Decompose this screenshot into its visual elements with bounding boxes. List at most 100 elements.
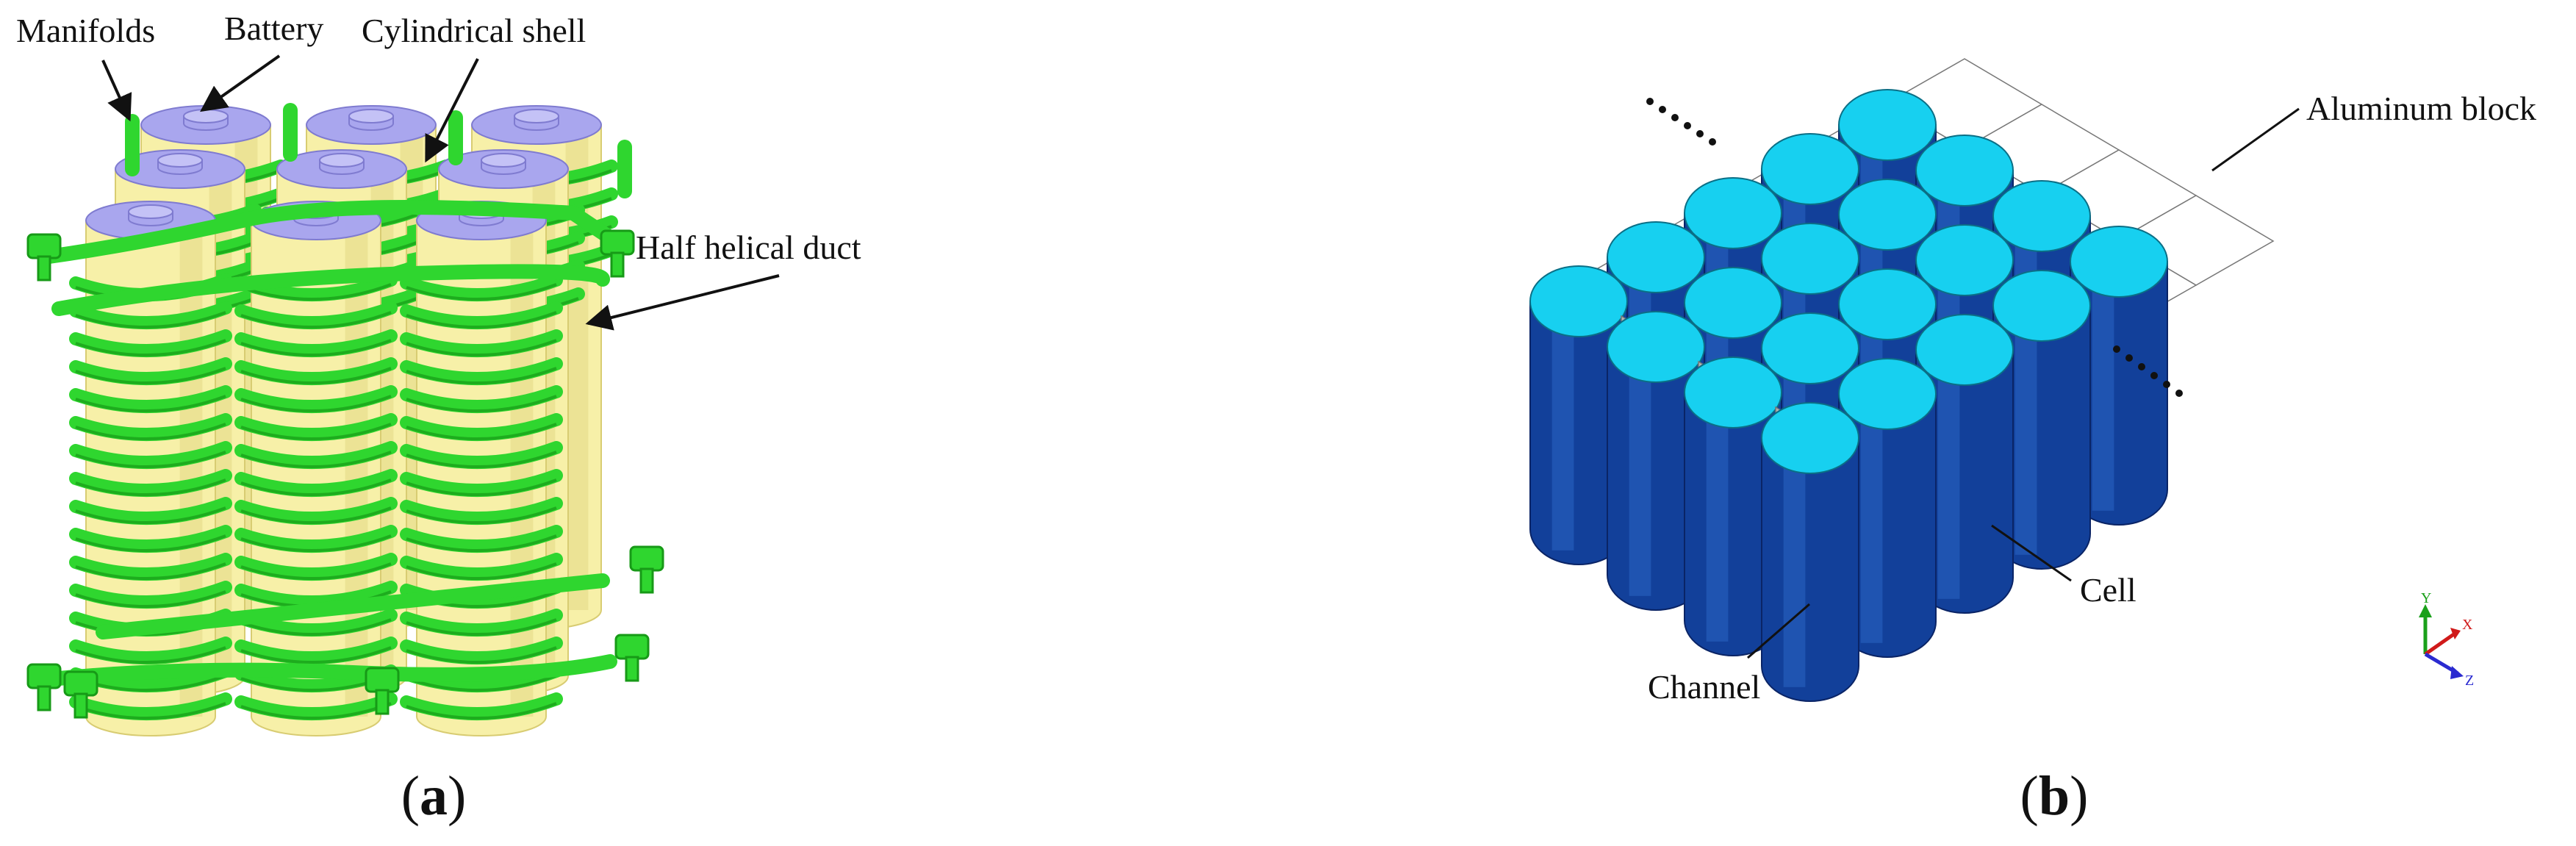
axis-z-arrow <box>2450 666 2464 679</box>
helical-duct-turn <box>400 301 563 330</box>
helical-duct-shadow <box>406 283 557 301</box>
leader-channel <box>1747 603 1810 659</box>
manifold-stub <box>375 689 390 715</box>
manifold-fitting <box>26 233 62 259</box>
manifold-fitting <box>365 667 400 693</box>
label-cylindrical-shell: Cylindrical shell <box>362 12 586 49</box>
helical-duct-turn <box>234 581 398 609</box>
cell-side <box>1761 437 1859 702</box>
helical-duct-shadow <box>75 506 226 525</box>
shell-shade <box>345 221 368 717</box>
manifold-stub <box>73 692 88 719</box>
leader-cell <box>1991 524 2072 582</box>
helical-duct-shadow <box>240 646 392 664</box>
helical-duct-shadow <box>406 674 557 692</box>
cell-top <box>1838 179 1937 251</box>
helical-duct-shadow <box>75 590 226 609</box>
cell-top <box>1607 311 1705 383</box>
helical-duct-shadow <box>406 451 557 469</box>
helical-duct-shadow <box>406 367 557 385</box>
leader-manifolds <box>101 60 132 122</box>
battery-terminal-top <box>348 109 394 123</box>
panel-a-annotations: Manifolds Battery Cylindrical shell Half… <box>16 10 861 331</box>
helical-duct-turn <box>234 637 398 665</box>
dot <box>2113 345 2120 353</box>
helical-duct-shadow <box>240 311 392 329</box>
manifold-stub <box>37 255 51 282</box>
helical-duct-shadow <box>240 618 392 637</box>
cell-top <box>1915 135 2014 207</box>
cell-highlight <box>1783 438 1806 687</box>
helical-duct-turn <box>69 637 232 665</box>
shell-shade <box>510 221 534 717</box>
cell-top <box>1684 177 1782 249</box>
leader-battery <box>200 54 281 112</box>
dot <box>1646 98 1654 105</box>
axis-y-arrow <box>2419 604 2432 617</box>
helical-duct-shadow <box>406 702 557 720</box>
cell-top <box>1838 358 1937 430</box>
helical-duct-turn <box>400 329 563 358</box>
manifold-fitting <box>63 670 98 697</box>
manifold-fitting <box>614 634 650 660</box>
axis-x-arrow <box>2450 628 2461 639</box>
axis-x-label: X <box>2462 617 2473 633</box>
cell-highlight <box>1860 394 1883 643</box>
helical-duct-shadow <box>406 478 557 497</box>
battery-terminal-top <box>157 153 203 168</box>
panel-b-annotations: Aluminum block Cell Channel <box>1648 90 2536 706</box>
manifold-stub <box>610 251 625 278</box>
manifold-stub <box>625 656 639 682</box>
helical-duct-turn <box>69 329 232 358</box>
helical-duct-turn <box>400 525 563 553</box>
helical-duct-shadow <box>75 451 226 469</box>
cell-top <box>1684 356 1782 429</box>
dot <box>1684 122 1691 129</box>
helical-duct-shadow <box>75 534 226 553</box>
panel-b-caption: (b) <box>2020 765 2089 827</box>
cell-array <box>1529 89 2168 702</box>
manifold-fitting <box>26 663 62 689</box>
shell-shade <box>179 221 203 717</box>
helical-duct-turn <box>234 469 398 498</box>
manifold-pipe <box>37 654 617 687</box>
label-aluminum-block: Aluminum block <box>2306 90 2536 127</box>
manifold-stub <box>639 567 654 594</box>
cell <box>1992 270 2091 570</box>
helical-duct-shadow <box>240 478 392 497</box>
helical-duct-turn <box>234 329 398 358</box>
label-manifolds: Manifolds <box>16 12 155 49</box>
helical-duct-shadow <box>240 423 392 441</box>
cell-top <box>1761 312 1859 384</box>
cell-top <box>1529 265 1628 337</box>
panel-b-caption-letter: b <box>2039 765 2070 827</box>
helical-duct-turn <box>234 525 398 553</box>
cell <box>1915 314 2014 614</box>
label-channel: Channel <box>1648 668 1760 706</box>
axis-x-line <box>2424 631 2456 656</box>
helical-duct-turn <box>69 525 232 553</box>
battery-terminal-top <box>128 204 173 219</box>
helical-duct-shadow <box>75 646 226 664</box>
helical-duct-turn <box>69 497 232 526</box>
helical-duct-shadow <box>75 395 226 413</box>
leader-half-helical-duct <box>585 274 780 331</box>
manifold-pipe <box>125 103 632 198</box>
helical-duct-turn <box>234 553 398 581</box>
battery-cell <box>69 201 232 736</box>
dot <box>1671 114 1679 121</box>
helical-duct-turn <box>400 637 563 665</box>
cell-top <box>1992 270 2091 342</box>
helical-duct-shadow <box>75 311 226 329</box>
helical-duct-turn <box>400 385 563 414</box>
cell-top <box>1761 133 1859 205</box>
helical-duct-shadow <box>406 646 557 664</box>
helical-duct-turn <box>234 385 398 414</box>
helical-duct-turn <box>400 413 563 442</box>
helical-duct-turn <box>234 441 398 470</box>
helical-duct-shadow <box>75 702 226 720</box>
helical-duct-shadow <box>75 339 226 357</box>
cell-top <box>1992 180 2091 252</box>
helical-duct-turn <box>69 357 232 386</box>
axis-z-label: Z <box>2465 673 2474 689</box>
